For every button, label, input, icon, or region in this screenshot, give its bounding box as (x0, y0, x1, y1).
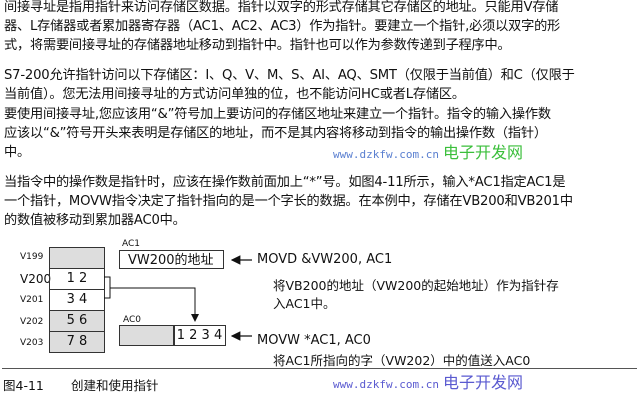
text-line: 的数值被移动到累加器AC0中。 (4, 213, 186, 228)
watermark-url: www.dzkfw.com.cn (333, 148, 439, 161)
memory-cell (50, 248, 104, 269)
ac1-label: AC1 (122, 239, 141, 249)
text-line: 式，将需要间接寻址的存储器地址移动到指针中。指针也可以作为参数传递到子程序中。 (4, 38, 511, 53)
text-line: 中。 (4, 145, 30, 160)
figure-caption: 创建和使用指针 (71, 378, 159, 393)
memory-label: V202 (20, 317, 44, 327)
ac0-value: 1 2 3 4 (176, 328, 223, 343)
ac1-value: VW200的地址 (128, 253, 214, 268)
watermark-name: 电子开发网 (442, 143, 523, 162)
text-line: 一个指针，MOVW指令决定了指针指向的是一个字长的数据。在本例中，存储在VB20… (4, 194, 573, 209)
text-line: 要使用间接寻址,您应该用“&”符号加上要访问的存储区地址来建立一个指针。指令的输… (4, 107, 551, 122)
ac0-label: AC0 (123, 315, 142, 325)
text-line: S7-200允许指针访问以下存储区：I、Q、V、M、S、AI、AQ、SMT（仅限… (4, 68, 575, 83)
memory-label: V200 (20, 272, 52, 286)
desc-movd: 入AC1中。 (273, 296, 336, 311)
arrow-pointer (110, 287, 199, 322)
desc-movd: 将VB200的地址（VW200的起始地址）作为指针存 (273, 278, 559, 293)
text-line: 当指令中的操作数是指针时，应该在操作数前面加上“*”号。如图4-11所示，输入*… (4, 175, 566, 190)
text-line: 应该以“&”符号开头来表明是存储区的地址，而不是其内容将移动到指令的输出操作数（… (4, 126, 547, 141)
memory-cell: 1 2 (50, 269, 104, 290)
memory-table: 1 2 3 4 5 6 7 8 (49, 247, 105, 353)
ac0-high-word (119, 325, 175, 346)
memory-cell: 3 4 (50, 290, 104, 311)
ac1-register: VW200的地址 (119, 250, 224, 269)
instruction-movw: MOVW *AC1, AC0 (257, 333, 371, 348)
instruction-movd: MOVD &VW200, AC1 (257, 252, 393, 267)
text-line: 器、L存储器或者累加器寄存器（AC1、AC2、AC3）作为指针。要建立一个指针,… (4, 19, 561, 34)
desc-movw: 将AC1所指向的字（VW202）中的值送入AC0 (273, 353, 531, 368)
watermark-url: www.dzkfw.com.cn (333, 378, 439, 391)
memory-label: V199 (20, 252, 44, 262)
memory-cell: 5 6 (50, 311, 104, 332)
memory-label: V201 (20, 295, 44, 305)
text-line: 间接寻址是指用指针来访问存储区数据。指针以双字的形式存储其它存储区的地址。只能用… (4, 0, 559, 15)
ac0-register: 1 2 3 4 (173, 325, 226, 346)
memory-label: V203 (20, 338, 44, 348)
bracket-vw200 (104, 276, 111, 299)
divider (2, 368, 637, 369)
watermark-name: 电子开发网 (442, 373, 523, 392)
memory-cell: 7 8 (50, 332, 104, 352)
text-line: 当前值）。您无法用间接寻址的方式访问单独的位，也不能访问HC或者L存储区。 (4, 87, 465, 102)
figure-number: 图4-11 (3, 378, 44, 393)
